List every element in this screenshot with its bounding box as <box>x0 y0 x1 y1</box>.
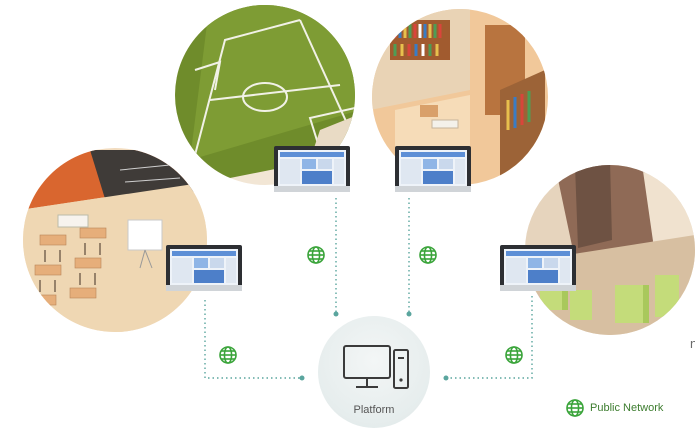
globe-icon <box>307 246 325 264</box>
monitor-icon <box>166 245 242 291</box>
globe-icon <box>566 399 584 417</box>
platform-label: Platform <box>353 404 395 416</box>
globe-icon <box>219 346 237 364</box>
globe-icon <box>505 346 523 364</box>
legend-label: Public Network <box>590 402 664 414</box>
monitor-icon <box>500 245 576 291</box>
platform-node <box>318 316 430 428</box>
monitor-icon <box>395 146 471 192</box>
globe-icon <box>419 246 437 264</box>
cropped-edge-text: n <box>690 336 695 351</box>
monitor-icon <box>274 146 350 192</box>
connection-lines <box>204 198 533 379</box>
legend: Public Network <box>566 399 663 417</box>
connection-endpoints <box>299 311 449 381</box>
desktop-computer-icon <box>343 345 409 389</box>
